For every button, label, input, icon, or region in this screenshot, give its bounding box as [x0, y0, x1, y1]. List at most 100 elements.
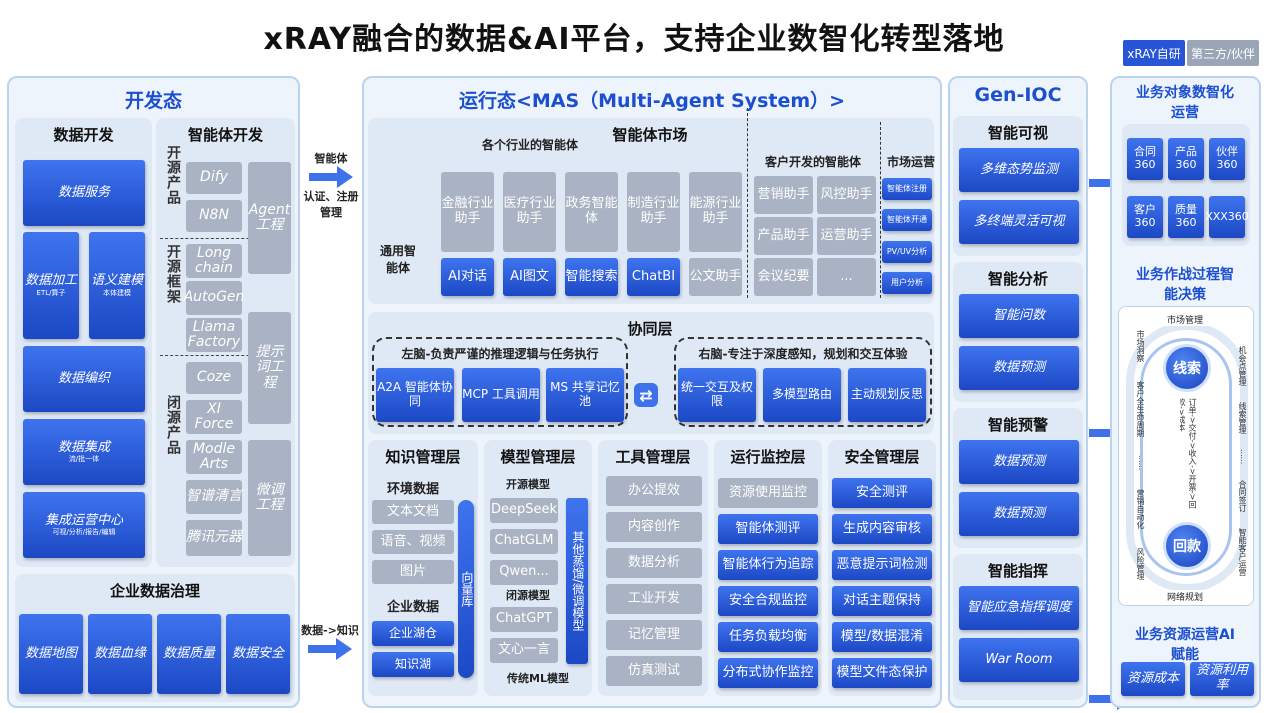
obj-customer[interactable]: 客户360 — [1127, 196, 1163, 238]
env-text[interactable]: 文本文档 — [372, 500, 454, 524]
sec-content[interactable]: 生成内容审核 — [832, 514, 932, 544]
a2a-button[interactable]: A2A 智能体协同 — [376, 368, 454, 422]
monitor-load[interactable]: 任务负载均衡 — [718, 622, 818, 652]
data-lineage-button[interactable]: 数据血缘 — [88, 614, 152, 694]
tool-analysis[interactable]: 数据分析 — [606, 548, 702, 578]
res-cost-button[interactable]: 资源成本 — [1121, 662, 1185, 696]
industry-finance[interactable]: 金融行业助手 — [441, 172, 494, 252]
model-qwen[interactable]: Qwen... — [490, 560, 558, 585]
tool-autogen[interactable]: AutoGen — [184, 281, 244, 315]
tool-n8n[interactable]: N8N — [186, 200, 242, 232]
industry-manufacturing[interactable]: 制造行业助手 — [627, 172, 680, 252]
model-deepseek[interactable]: DeepSeek — [490, 498, 558, 523]
general-chatbi[interactable]: ChatBI — [627, 258, 680, 296]
general-search[interactable]: 智能搜索 — [565, 258, 618, 296]
tool-coze[interactable]: Coze — [186, 362, 242, 394]
unified-interaction-button[interactable]: 统一交互及权限 — [678, 368, 756, 422]
ops-open[interactable]: 智能体开通 — [882, 209, 932, 231]
ops-pvuv[interactable]: PV/UV分析 — [882, 241, 932, 263]
tool-zhipu[interactable]: 智谱清言 — [186, 480, 242, 514]
agent-dev-title: 智能体开发 — [187, 126, 263, 144]
tool-content[interactable]: 内容创作 — [606, 512, 702, 542]
data-map-button[interactable]: 数据地图 — [19, 614, 83, 694]
obj-xxx[interactable]: XXX360 — [1205, 196, 1249, 238]
model-routing-button[interactable]: 多模型路由 — [763, 368, 841, 422]
tool-memory[interactable]: 记忆管理 — [606, 620, 702, 650]
data-quality-button[interactable]: 数据质量 — [157, 614, 221, 694]
customer-ops[interactable]: 运营助手 — [817, 217, 876, 255]
env-voice[interactable]: 语音、视频 — [372, 530, 454, 554]
ent-knowledge-lake[interactable]: 知识湖 — [372, 652, 454, 677]
monitor-compliance[interactable]: 安全合规监控 — [718, 586, 818, 616]
customer-marketing[interactable]: 营销助手 — [754, 176, 813, 214]
model-wenxin[interactable]: 文心一言 — [490, 638, 558, 663]
tool-modelarts[interactable]: Modle Arts — [186, 440, 242, 474]
tool-office[interactable]: 办公提效 — [606, 476, 702, 506]
res-util-button[interactable]: 资源利用率 — [1190, 662, 1254, 696]
data-weaving-button[interactable]: 数据编织 — [23, 346, 145, 412]
ops-center-button[interactable]: 集成运营中心可视/分析/报告/编辑 — [23, 492, 145, 558]
sec-confuse[interactable]: 模型/数据混淆 — [832, 622, 932, 652]
tool-simulation[interactable]: 仿真测试 — [606, 656, 702, 686]
data-integration-button[interactable]: 数据集成流/批一体 — [23, 419, 145, 485]
tool-langchain[interactable]: Long chain — [186, 244, 242, 278]
lead-node[interactable]: 线索 — [1163, 344, 1211, 392]
ops-user[interactable]: 用户分析 — [882, 272, 932, 294]
ioc-item[interactable]: 多维态势监测 — [959, 148, 1079, 192]
ioc-item[interactable]: 数据预测 — [959, 492, 1079, 536]
payment-node[interactable]: 回款 — [1163, 522, 1211, 570]
industry-title: 各个行业的智能体 — [481, 138, 578, 152]
ioc-item[interactable]: War Room — [959, 638, 1079, 682]
sec-eval[interactable]: 安全测评 — [832, 478, 932, 508]
tool-llama-factory[interactable]: Llama Factory — [186, 318, 242, 352]
industry-medical[interactable]: 医疗行业助手 — [503, 172, 556, 252]
closed-model-title: 闭源模型 — [506, 589, 550, 602]
obj-partner[interactable]: 伙伴360 — [1209, 138, 1245, 180]
data-service-button[interactable]: 数据服务 — [23, 160, 145, 226]
tool-xiforce[interactable]: XI Force — [186, 400, 242, 434]
sec-topic[interactable]: 对话主题保持 — [832, 586, 932, 616]
model-chatglm[interactable]: ChatGLM — [490, 529, 558, 554]
tool-dify[interactable]: Dify — [186, 162, 242, 194]
monitor-eval[interactable]: 智能体测评 — [718, 514, 818, 544]
ioc-item[interactable]: 数据预测 — [959, 346, 1079, 390]
customer-risk[interactable]: 风控助手 — [817, 176, 876, 214]
semantic-modeling-button[interactable]: 语义建模本体建模 — [89, 232, 145, 339]
customer-meeting[interactable]: 会议纪要 — [754, 258, 813, 296]
ioc-item[interactable]: 智能应急指挥调度 — [959, 586, 1079, 630]
memory-button[interactable]: MS 共享记忆池 — [546, 368, 624, 422]
other-models[interactable]: 其他蒸馏/微调模型 — [566, 498, 588, 664]
ioc-item[interactable]: 多终端灵活可视 — [959, 200, 1079, 244]
agent-engineering[interactable]: Agent工程 — [248, 162, 291, 274]
monitor-distributed[interactable]: 分布式协作监控 — [718, 658, 818, 688]
obj-product[interactable]: 产品360 — [1168, 138, 1204, 180]
tool-tencent[interactable]: 腾讯元器 — [186, 520, 242, 556]
customer-more[interactable]: ... — [817, 258, 876, 296]
data-security-button[interactable]: 数据安全 — [226, 614, 290, 694]
tool-industrial[interactable]: 工业开发 — [606, 584, 702, 614]
obj-contract[interactable]: 合同360 — [1127, 138, 1163, 180]
general-ai-chat[interactable]: AI对话 — [441, 258, 494, 296]
monitor-resource[interactable]: 资源使用监控 — [718, 478, 818, 508]
ops-register[interactable]: 智能体注册 — [882, 178, 932, 200]
ioc-item[interactable]: 智能问数 — [959, 294, 1079, 338]
general-ai-image[interactable]: AI图文 — [503, 258, 556, 296]
monitor-behavior[interactable]: 智能体行为追踪 — [718, 550, 818, 580]
sec-prompt[interactable]: 恶意提示词检测 — [832, 550, 932, 580]
ent-lakehouse[interactable]: 企业湖仓 — [372, 621, 454, 646]
planning-button[interactable]: 主动规划反思 — [848, 368, 926, 422]
customer-product[interactable]: 产品助手 — [754, 217, 813, 255]
model-chatgpt[interactable]: ChatGPT — [490, 607, 558, 632]
mcp-button[interactable]: MCP 工具调用 — [462, 368, 540, 422]
ioc-item[interactable]: 数据预测 — [959, 440, 1079, 484]
obj-quality[interactable]: 质量360 — [1168, 196, 1204, 238]
industry-gov[interactable]: 政务智能体 — [565, 172, 618, 252]
general-doc[interactable]: 公文助手 — [689, 258, 742, 296]
env-image[interactable]: 图片 — [372, 560, 454, 584]
prompt-engineering[interactable]: 提示词工程 — [248, 312, 291, 424]
vector-db[interactable]: 向量库 — [458, 500, 474, 678]
sec-file[interactable]: 模型文件态保护 — [832, 658, 932, 688]
industry-energy[interactable]: 能源行业助手 — [689, 172, 742, 252]
finetune-engineering[interactable]: 微调工程 — [248, 440, 291, 556]
